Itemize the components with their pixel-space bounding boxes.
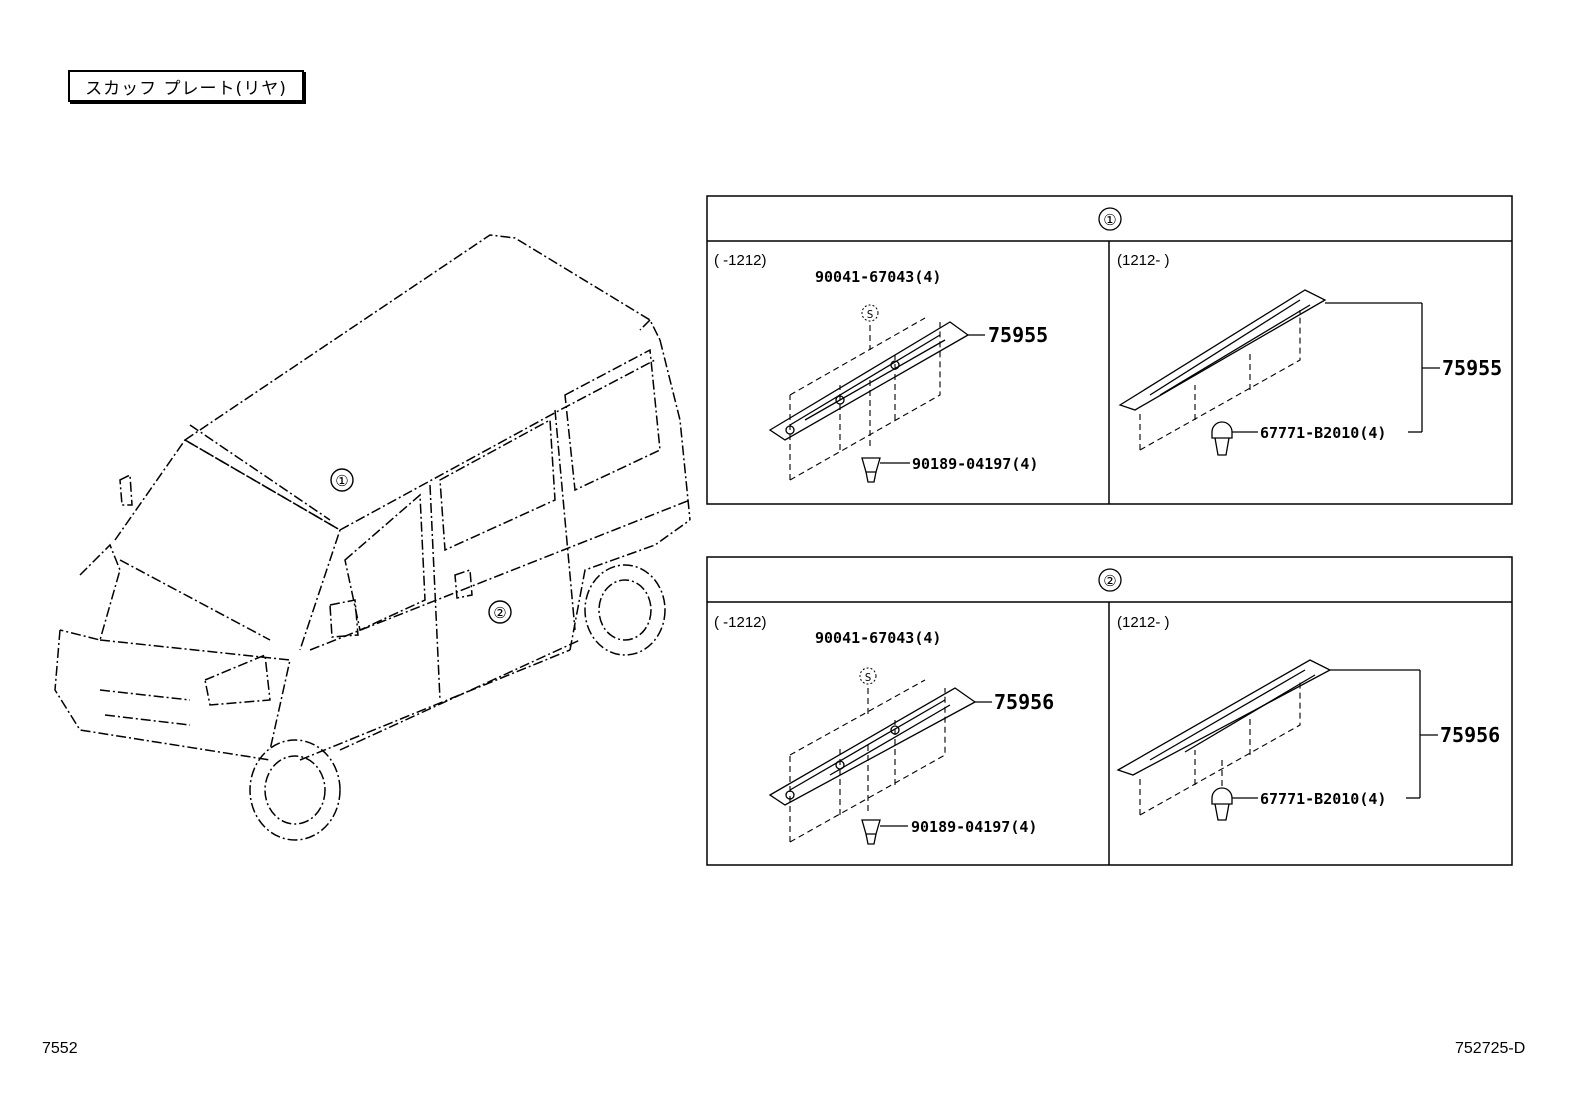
panel-2-left-top-part: 90041-67043(4) xyxy=(815,629,941,647)
diagram-title: スカッフ プレート(リヤ) xyxy=(68,70,304,102)
vehicle-callout-1 xyxy=(330,468,354,492)
panel-2-header: ② xyxy=(1103,572,1116,590)
panel-2-left-main-part: 75956 xyxy=(994,690,1054,714)
panel-1-header: ① xyxy=(1103,211,1116,229)
vehicle-callout-2 xyxy=(488,600,512,624)
panel-2-right-date-range: (1212- ) xyxy=(1117,614,1170,631)
panel-1-left-date-range: ( -1212) xyxy=(714,252,767,269)
panel-1-right-date-range: (1212- ) xyxy=(1117,252,1170,269)
panel-1-left-top-part: 90041-67043(4) xyxy=(815,268,941,286)
page-code-left: 7552 xyxy=(42,1040,78,1057)
panel-2-left-date-range: ( -1212) xyxy=(714,614,767,631)
panel-2-left-bottom-part: 90189-04197(4) xyxy=(911,818,1037,836)
vehicle-callout-1-text: ① xyxy=(335,472,348,490)
panel-1-right-main-part: 75955 xyxy=(1442,356,1502,380)
panel-2-right-main-part: 75956 xyxy=(1440,723,1500,747)
panel-1-left-main-part: 75955 xyxy=(988,323,1048,347)
panel-2-left-s-mark: S xyxy=(865,671,872,684)
page-code-right: 752725-D xyxy=(1455,1040,1526,1057)
panel-1-left-bottom-part: 90189-04197(4) xyxy=(912,455,1038,473)
vehicle-callout-2-text: ② xyxy=(493,604,506,622)
panel-2-right-clip-part: 67771-B2010(4) xyxy=(1260,790,1386,808)
panel-1-right-clip-part: 67771-B2010(4) xyxy=(1260,424,1386,442)
panel-1-left-s-mark: S xyxy=(867,308,874,321)
